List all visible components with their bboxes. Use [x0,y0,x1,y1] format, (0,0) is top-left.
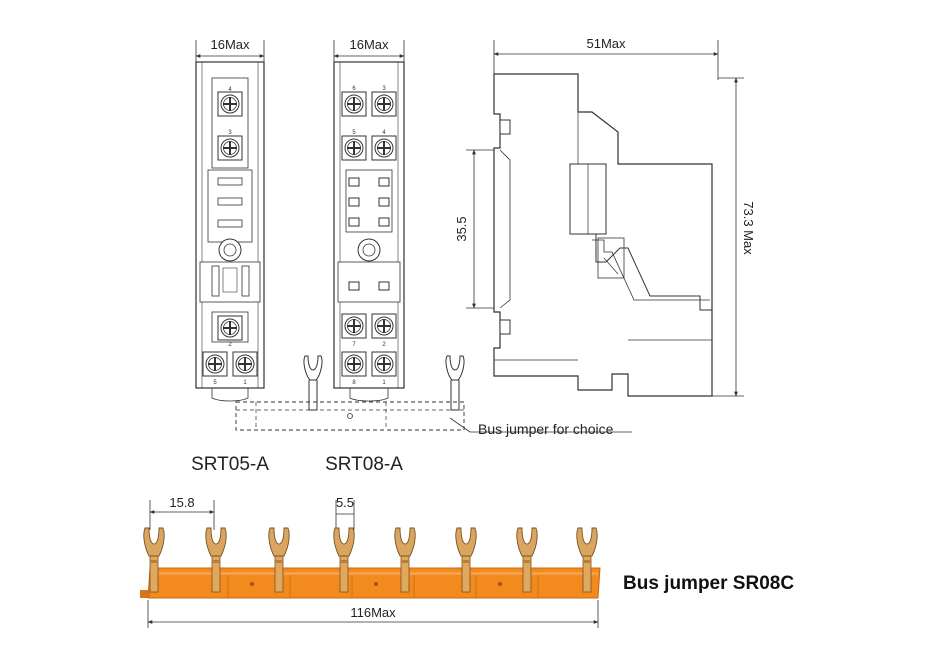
jumper-length-label: 116Max [350,605,396,620]
srt05-model-label: SRT05-A [191,454,269,475]
bus-jumper-choice-label: Bus jumper for choice [478,421,614,437]
srt05-terminal-1: 1 [243,380,247,386]
srt05-width-label: 16Max [210,37,250,52]
side-height-label: 73.3 Max [741,201,756,255]
srt05-terminal-5: 5 [213,380,217,386]
srt08-terminal-4: 4 [382,130,386,136]
srt08-terminal-2: 2 [382,342,386,348]
jumper-fork-label: 5.5 [336,495,354,510]
srt08-width-label: 16Max [349,37,389,52]
srt08-terminal-3: 3 [382,86,386,92]
bus-jumper-title: Bus jumper SR08C [623,573,794,594]
srt08-terminal-8: 8 [352,380,356,386]
srt05-terminal-3: 3 [228,130,232,136]
rail-height-label: 35.5 [454,216,469,241]
srt05-terminal-2: 2 [228,342,232,348]
jumper-pitch-label: 15.8 [169,495,194,510]
srt05-front-view: 16Max 4 3 2 5 1 SRT05-A [191,37,269,475]
bus-jumper-dashed-outline: Bus jumper for choice [235,355,632,437]
bus-jumper-sr08c-drawing: 15.8 5.5 116Max Bus jumper SR0 [140,495,794,628]
side-depth-label: 51Max [586,36,626,51]
srt08-model-label: SRT08-A [325,454,403,475]
srt08-front-view: 16Max 6 3 5 4 7 2 8 1 SRT08-A [325,37,405,475]
srt08-terminal-7: 7 [352,342,356,348]
srt08-terminal-6: 6 [352,86,356,92]
srt08-terminal-5: 5 [352,130,356,136]
srt05-terminal-4: 4 [228,87,232,93]
srt08-terminal-1: 1 [382,380,386,386]
side-view: 51Max 73.3 Max 35.5 [454,36,756,397]
jumper-orange-bar [147,567,601,599]
